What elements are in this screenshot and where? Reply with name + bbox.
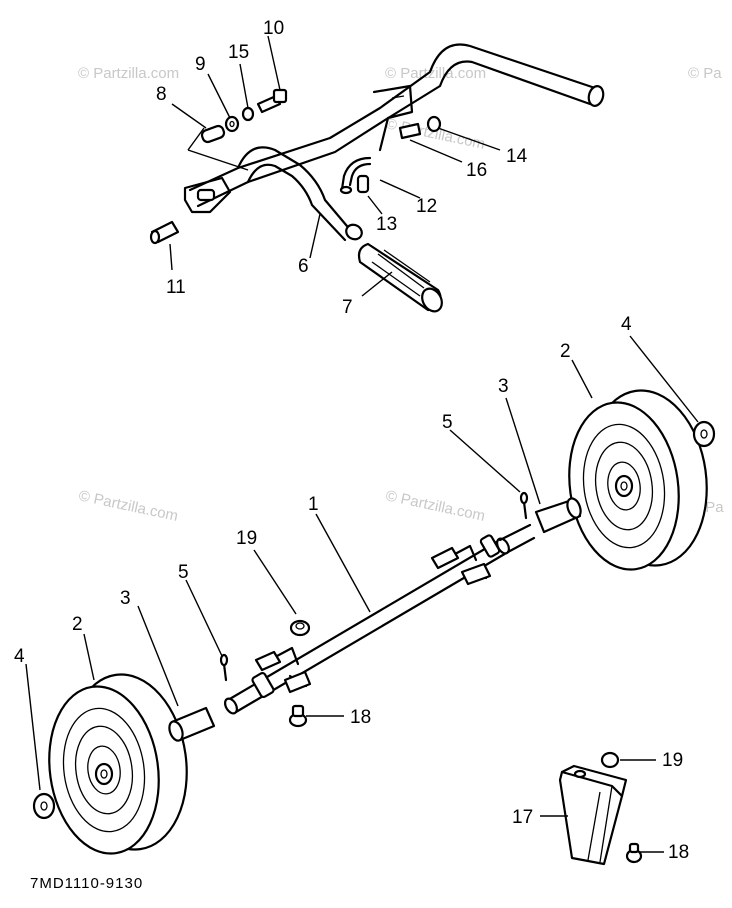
watermark: © Pa — [688, 65, 722, 82]
lockwasher-part-15 — [241, 106, 255, 122]
part-label: 3 — [120, 588, 131, 609]
sleeve-part-11 — [149, 220, 180, 245]
part-label: 11 — [166, 277, 186, 298]
washer-part-9 — [224, 115, 240, 133]
part-label: 16 — [466, 160, 487, 181]
part-label: 7 — [342, 297, 353, 318]
part-label: 4 — [14, 646, 25, 667]
bolt-part-10 — [256, 88, 288, 114]
part-label: 1 — [308, 494, 319, 515]
part-label: 19 — [236, 528, 257, 549]
part-label: 12 — [416, 196, 437, 217]
part-label: 10 — [263, 18, 284, 39]
cotter-pin-right-part-5 — [519, 491, 529, 520]
part-label: 6 — [298, 256, 309, 277]
part-label: 3 — [498, 376, 509, 397]
bracket-detail-part-17 — [558, 751, 643, 866]
part-label: 5 — [442, 412, 453, 433]
drawing-code: 7MD1110-9130 — [30, 875, 143, 892]
handlebar-tube — [183, 43, 605, 242]
part-label: 2 — [560, 341, 571, 362]
cotter-pin-left-part-5 — [219, 653, 229, 682]
watermark: © Partzilla.com — [78, 65, 179, 82]
bolt-part-16 — [398, 122, 422, 140]
part-label: 8 — [156, 84, 167, 105]
axle-assembly — [32, 389, 716, 855]
part-label: 4 — [621, 314, 632, 335]
part-label: 18 — [350, 707, 371, 728]
part-label: 15 — [228, 42, 249, 63]
sleeve-right-part-3 — [534, 497, 582, 534]
washer-right-part-4 — [692, 420, 716, 448]
part-label: 13 — [376, 214, 397, 235]
callout-lines — [25, 35, 699, 853]
part-label: 2 — [72, 614, 83, 635]
spacer-part-13 — [356, 174, 370, 194]
wheel-left-part-2 — [48, 673, 188, 855]
grip-part-7 — [357, 242, 443, 313]
part-label: 9 — [195, 54, 206, 75]
part-label: 5 — [178, 562, 189, 583]
sleeve-left-part-3 — [168, 706, 216, 742]
axle-part-1 — [224, 523, 536, 715]
nut-part-19 — [289, 619, 311, 637]
watermark: © Partzilla.com — [384, 487, 486, 525]
part-label: 17 — [512, 807, 533, 828]
part-label: 14 — [506, 146, 528, 167]
part-label: 19 — [662, 750, 683, 771]
washer-left-part-4 — [32, 792, 56, 820]
bolt-part-18 — [288, 704, 308, 728]
part-labels: 10 15 9 8 11 6 7 12 13 14 16 4 2 3 5 1 1… — [14, 18, 689, 863]
washer-part-14 — [426, 115, 442, 133]
handlebar-assembly — [149, 43, 605, 313]
wheel-right-part-2 — [568, 389, 708, 571]
part-label: 18 — [668, 842, 689, 863]
collar-part-8 — [200, 124, 226, 144]
bent-pin-part-12 — [339, 156, 372, 195]
watermark: © Partzilla.com — [385, 65, 486, 82]
watermark: © Partzilla.com — [77, 487, 179, 525]
